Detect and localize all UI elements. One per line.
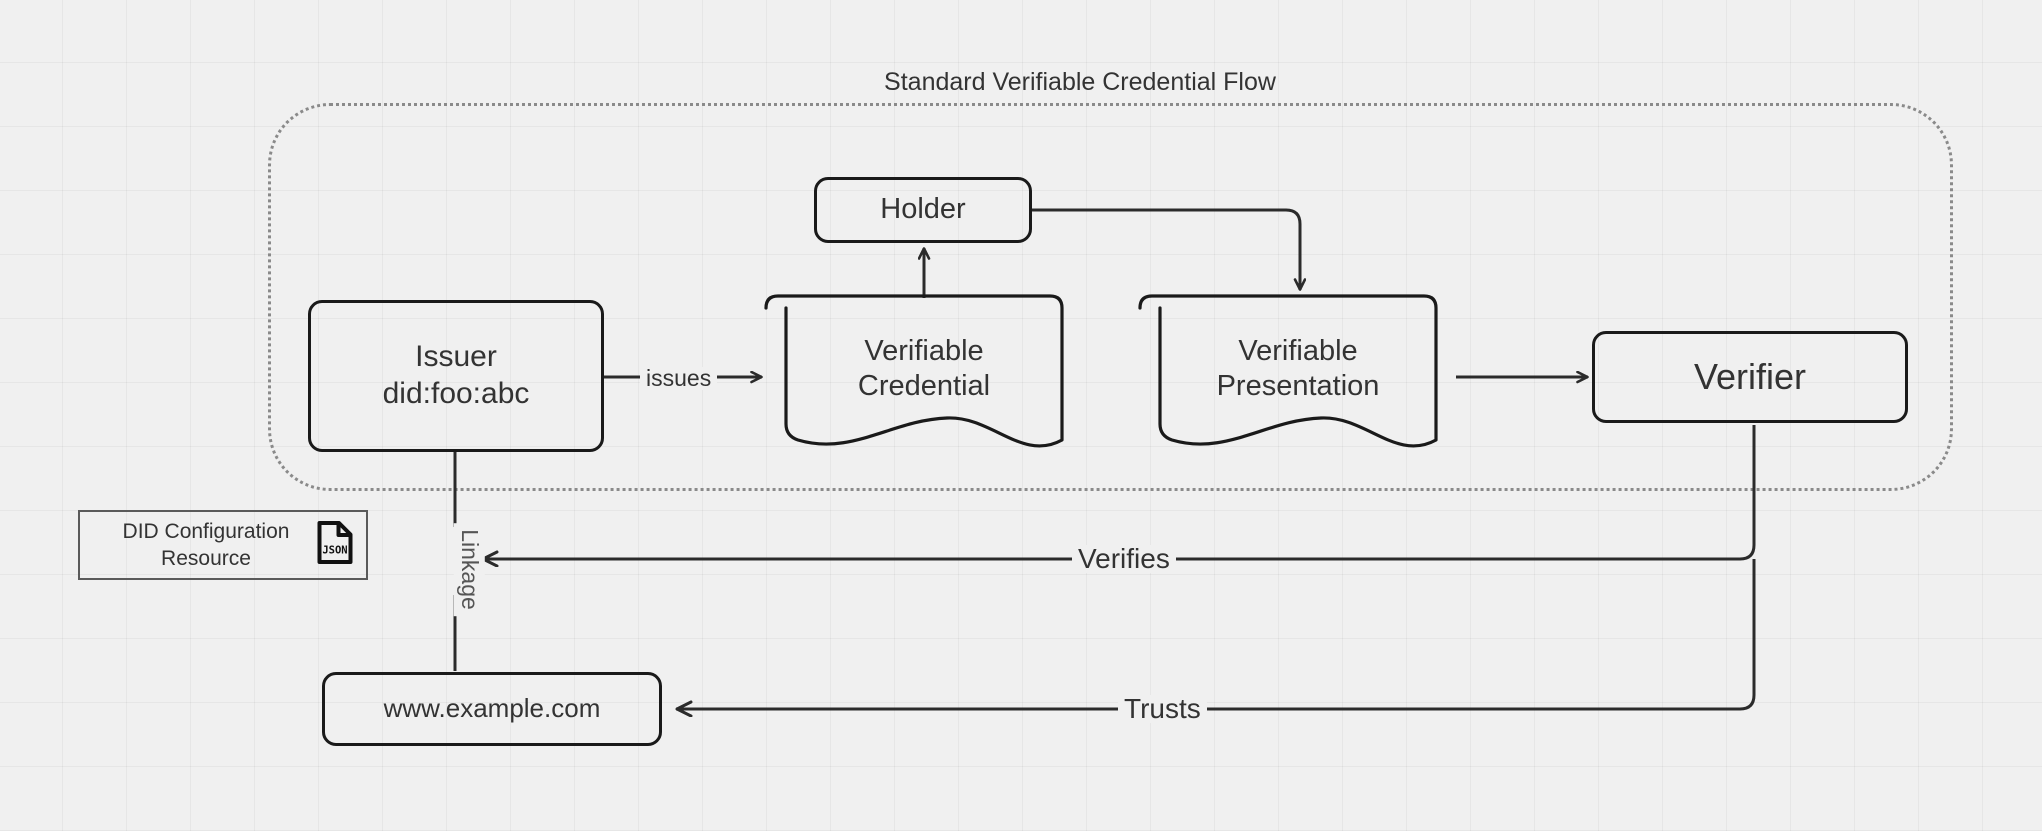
edge-verifier-trusts	[676, 559, 1756, 709]
group-title: Standard Verifiable Credential Flow	[884, 68, 1276, 96]
node-vp-line2: Presentation	[1216, 370, 1380, 402]
edge-label-linkage: Linkage	[453, 523, 485, 616]
node-holder-label: Holder	[880, 193, 966, 226]
node-verifiable-credential[interactable]: Verifiable Credential	[764, 294, 1080, 458]
node-verifiable-presentation[interactable]: Verifiable Presentation	[1138, 294, 1454, 458]
node-vp-line1: Verifiable	[1238, 334, 1358, 367]
node-vp-text: Verifiable Presentation	[1142, 334, 1454, 405]
node-verifier-label: Verifier	[1693, 356, 1807, 398]
edge-label-trusts: Trusts	[1118, 695, 1207, 723]
node-issuer[interactable]: Issuer did:foo:abc	[308, 300, 604, 452]
node-dcr-line2: Resource	[161, 547, 251, 570]
edge-label-issues: issues	[640, 367, 718, 390]
node-did-configuration-resource[interactable]: DID Configuration Resource JSON	[78, 510, 368, 580]
json-file-icon: JSON	[316, 520, 354, 571]
node-vc-line1: Verifiable	[864, 334, 984, 367]
node-dcr-line1: DID Configuration	[122, 519, 290, 543]
node-dcr-text: DID Configuration Resource	[123, 518, 324, 573]
document-shape-icon	[1138, 294, 1438, 448]
node-domain[interactable]: www.example.com	[322, 672, 662, 746]
json-icon-text: JSON	[322, 545, 347, 557]
node-domain-label: www.example.com	[383, 693, 601, 724]
node-verifier[interactable]: Verifier	[1592, 331, 1908, 423]
node-issuer-did: did:foo:abc	[382, 377, 530, 410]
document-shape-icon	[764, 294, 1064, 448]
node-issuer-title: Issuer	[415, 340, 497, 374]
node-holder[interactable]: Holder	[814, 177, 1032, 243]
node-vc-text: Verifiable Credential	[768, 334, 1080, 405]
node-vc-line2: Credential	[857, 370, 991, 402]
edge-label-verifies: Verifies	[1072, 545, 1176, 573]
